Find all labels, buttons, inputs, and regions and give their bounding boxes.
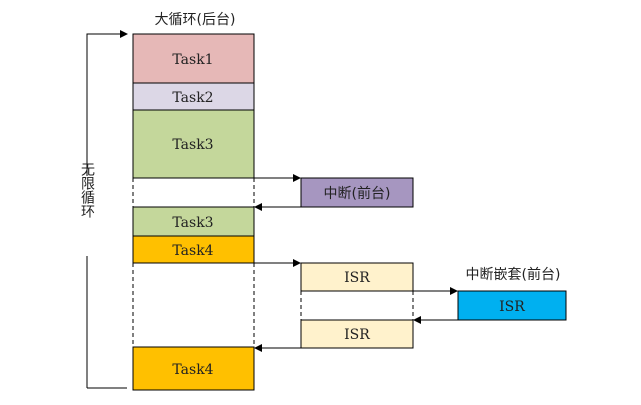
task4-label: Task4	[172, 243, 213, 259]
interrupt-label: 中断(前台)	[324, 185, 391, 202]
loop-bracket-arrow	[86, 30, 128, 388]
task3-resumed-block	[132, 206, 255, 237]
task1-label: Task1	[172, 52, 213, 68]
task3-resumed-label: Task3	[172, 215, 213, 231]
nested-interrupt-label: 中断嵌套(前台)	[466, 266, 561, 283]
main-loop-title: 大循环(后台)	[155, 12, 236, 28]
task3-label: Task3	[172, 137, 213, 153]
isr-block	[300, 262, 414, 292]
nested-isr-label: ISR	[499, 299, 525, 315]
interrupt-block	[300, 177, 414, 208]
loop-label: 无限循环	[79, 162, 95, 218]
nested-isr-block	[457, 290, 567, 321]
task2-block	[132, 82, 255, 111]
task4-resumed-label: Task4	[172, 362, 213, 378]
task4-block	[132, 235, 255, 264]
task4-resumed-block	[132, 346, 255, 391]
task3-block	[132, 109, 255, 179]
isr-resumed-label: ISR	[344, 327, 370, 343]
task2-label: Task2	[172, 90, 213, 106]
task1-block	[132, 33, 255, 84]
isr-label: ISR	[344, 270, 370, 286]
isr-resumed-block	[300, 319, 414, 349]
